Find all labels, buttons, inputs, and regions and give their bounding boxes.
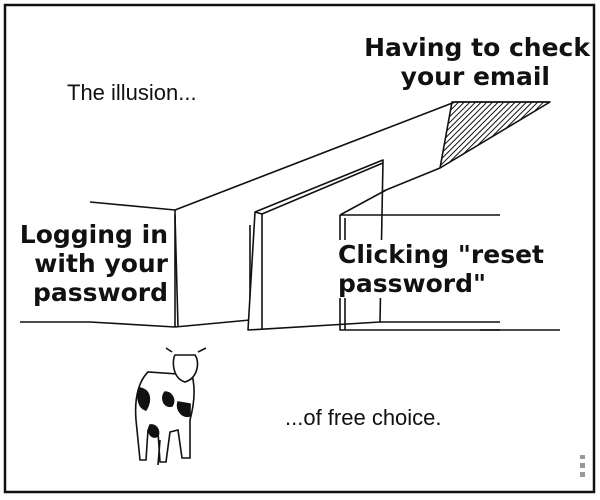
cow-drawing — [134, 347, 207, 466]
login-password-label: Logging in with your password — [18, 220, 168, 307]
left-wall — [89, 101, 550, 328]
reset-password-label: Clicking "reset password" — [338, 240, 544, 298]
label-line: password" — [338, 269, 487, 298]
label-line: with your — [34, 249, 168, 278]
free-choice-caption: ...of free choice. — [285, 405, 442, 430]
illusion-caption: The illusion... — [67, 80, 197, 105]
label-line: Clicking "reset — [338, 240, 544, 269]
label-line: Logging in — [19, 220, 168, 249]
check-email-label: Having to check your email — [364, 33, 590, 91]
label-line: Having to check — [364, 33, 590, 62]
dark-passage — [439, 101, 551, 169]
right-wall — [339, 189, 500, 331]
artist-signature — [580, 455, 585, 477]
left-wall-face — [174, 214, 179, 328]
ground-line — [20, 321, 560, 331]
label-line: your email — [400, 62, 550, 91]
panel-border — [3, 3, 596, 494]
label-line: password — [32, 278, 168, 307]
